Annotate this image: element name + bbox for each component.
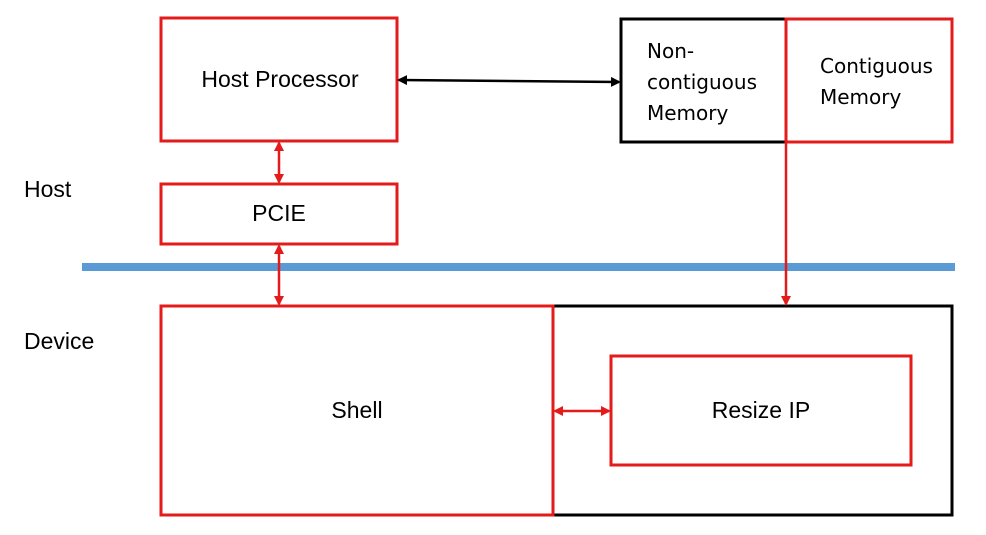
resize-ip-label: Resize IP <box>712 397 810 423</box>
host-label: Host <box>24 176 72 202</box>
host-processor-node: Host Processor <box>159 16 399 143</box>
non-contiguous-memory-node: Non- contiguous Memory <box>619 17 789 144</box>
device-label: Device <box>24 328 94 354</box>
pcie-label: PCIE <box>252 200 306 226</box>
non-contiguous-memory-line-1: Non- <box>647 39 694 63</box>
non-contiguous-memory-line-3: Memory <box>647 101 729 125</box>
contiguous-memory-line-1: Contiguous <box>820 54 933 78</box>
shell-label: Shell <box>331 397 382 423</box>
contiguous-memory-node: Contiguous Memory <box>784 17 954 144</box>
non-contiguous-memory-line-2: contiguous <box>647 70 757 94</box>
non-contiguous-memory-label: Non- contiguous Memory <box>647 39 763 125</box>
contiguous-memory-label: Contiguous Memory <box>820 54 939 109</box>
shell-node: Shell <box>159 304 555 517</box>
resize-ip-node: Resize IP <box>609 354 913 467</box>
contiguous-memory-line-2: Memory <box>820 85 902 109</box>
host-processor-memory-arrow <box>397 75 621 87</box>
pcie-node: PCIE <box>159 182 399 246</box>
host-processor-label: Host Processor <box>201 66 359 92</box>
